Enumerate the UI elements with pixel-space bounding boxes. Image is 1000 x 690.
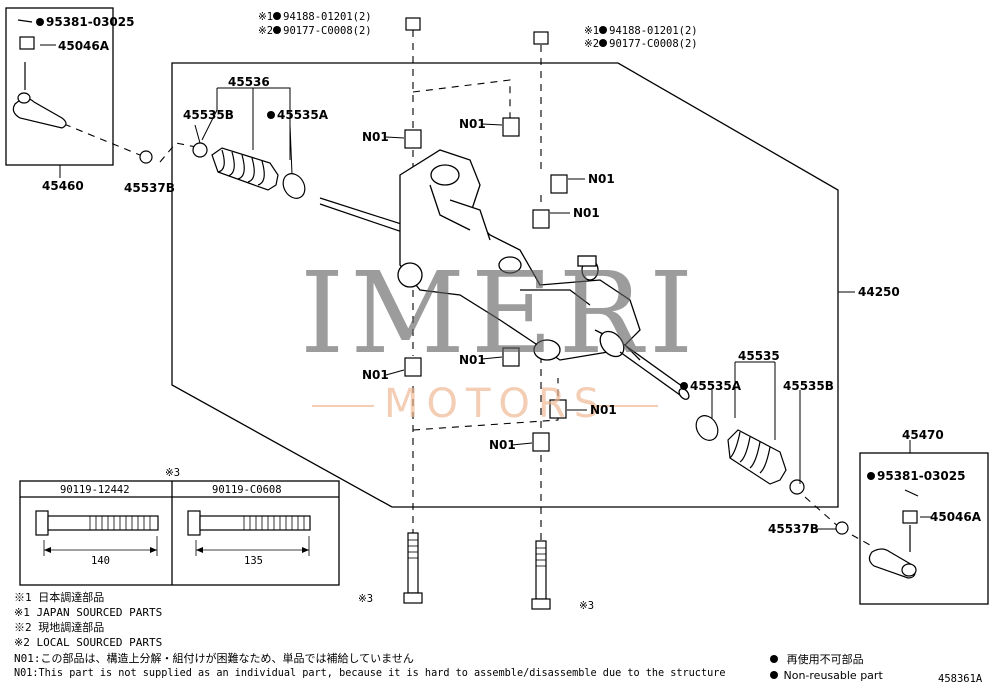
label-45535b-left[interactable]: 45535B [183,108,234,122]
diagram-id: 458361A [938,673,983,685]
label-45535a-right[interactable]: 45535A [680,380,741,392]
label-45460[interactable]: 45460 [42,179,84,193]
label-45535b-right[interactable]: 45535B [783,379,834,393]
label-n01[interactable]: N01 [459,117,486,131]
note-line: ※1 JAPAN SOURCED PARTS [14,606,163,619]
non-reusable-dot-icon [267,111,275,119]
label-n01[interactable]: N01 [573,206,600,220]
label-45537b-right[interactable]: 45537B [768,522,819,536]
note-line: ※2 現地調達部品 [14,621,105,634]
length-140: 140 [91,555,110,567]
box-45470 [859,452,989,605]
note-line: N01:This part is not supplied as an indi… [14,668,726,679]
legend-jp: 再使用不可部品 [770,654,864,665]
assembly-frame-44250 [171,62,839,508]
watermark-line-left [312,405,374,407]
non-reusable-dot-icon [770,655,778,663]
label-45535[interactable]: 45535 [738,349,780,363]
label-45536[interactable]: 45536 [228,75,270,89]
watermark-line-right [596,405,658,407]
label-45046a-right[interactable]: 45046A [930,510,982,524]
legend-en: Non-reusable part [770,670,883,681]
non-reusable-dot-icon [770,671,778,679]
label-95381-right[interactable]: 95381-03025 [867,470,965,482]
label-45046a-left[interactable]: 45046A [58,39,110,53]
note-line: N01:この部品は、構造上分解・組付けが困難なため、単品では補給していません [14,652,414,665]
label-95381-left[interactable]: 95381-03025 [36,16,134,28]
label-n01[interactable]: N01 [489,438,516,452]
bolt-table [19,480,340,586]
label-n01[interactable]: N01 [590,403,617,417]
non-reusable-dot-icon [273,12,282,20]
label-n01[interactable]: N01 [459,353,486,367]
watermark-text: IMERI [300,249,700,379]
non-reusable-dot-icon [36,18,44,26]
bolt-mark-left[interactable]: ※3 [358,593,374,605]
label-45470[interactable]: 45470 [902,428,944,442]
box-45460 [5,7,114,166]
label-45535a-left[interactable]: 45535A [267,109,328,121]
table-col2-header: 90119-C0608 [212,484,282,496]
label-n01[interactable]: N01 [362,368,389,382]
length-135: 135 [244,555,263,567]
non-reusable-dot-icon [599,39,608,47]
non-reusable-dot-icon [599,26,608,34]
non-reusable-dot-icon [273,26,282,34]
note-line: ※1 日本調達部品 [14,591,105,604]
label-45537b-left[interactable]: 45537B [124,181,175,195]
label-n01[interactable]: N01 [362,130,389,144]
bolt-mark-right[interactable]: ※3 [579,600,595,612]
label-n01[interactable]: N01 [588,172,615,186]
label-44250[interactable]: 44250 [858,285,900,299]
non-reusable-dot-icon [867,472,875,480]
non-reusable-dot-icon [680,382,688,390]
watermark-subtext: MOTORS [384,381,608,427]
note-line: ※2 LOCAL SOURCED PARTS [14,636,163,649]
table-col1-header: 90119-12442 [60,484,130,496]
table-mark: ※3 [165,467,181,479]
